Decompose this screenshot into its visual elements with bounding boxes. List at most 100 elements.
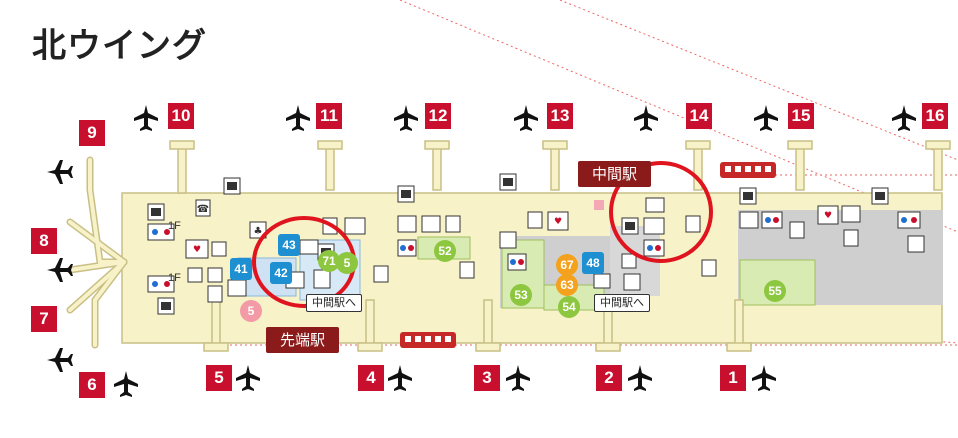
- information-icon: [421, 215, 441, 233]
- middle-station-label: 中間駅: [578, 161, 652, 187]
- marker: [594, 200, 604, 210]
- gate-number: 12: [425, 103, 451, 129]
- airplane-icon: [114, 371, 138, 397]
- information-icon: [397, 215, 417, 233]
- information-icon: [207, 267, 223, 283]
- airplane-icon: [752, 365, 776, 391]
- svg-text:☎: ☎: [197, 204, 209, 215]
- shop-marker: 71: [318, 250, 340, 272]
- shop-marker: 63: [556, 274, 578, 296]
- direction-label: 中間駅へ: [594, 294, 650, 312]
- restroom-icon: [147, 275, 175, 293]
- shop-marker: 42: [270, 262, 292, 284]
- shop-marker: 5: [240, 300, 262, 322]
- information-icon: [227, 279, 247, 297]
- gate-number: 9: [79, 120, 105, 146]
- airplane-icon: [134, 105, 158, 131]
- aed-icon: ♥: [817, 205, 839, 225]
- gate-number: 4: [358, 365, 384, 391]
- shop-marker: 52: [434, 240, 456, 262]
- shop-marker: 43: [278, 234, 300, 256]
- gate-number: 5: [206, 365, 232, 391]
- restroom-icon: [147, 223, 175, 241]
- coin-locker-icon: [223, 177, 241, 195]
- telephone-icon: [373, 265, 389, 283]
- gate-number: 14: [686, 103, 712, 129]
- gate-number: 11: [316, 103, 342, 129]
- information-icon: [211, 241, 227, 257]
- page-title: 北ウイング: [32, 26, 207, 66]
- telephone-icon: [685, 215, 701, 233]
- airplane-icon: [514, 105, 538, 131]
- airplane-icon: [394, 105, 418, 131]
- restroom-icon: [643, 239, 665, 257]
- svg-text:♥: ♥: [193, 245, 201, 255]
- coin-locker-icon: [739, 187, 757, 205]
- smoking-icon: [299, 239, 319, 255]
- smoking-icon: [645, 197, 665, 213]
- gate-number: 3: [474, 365, 500, 391]
- lower-piers: [203, 299, 752, 352]
- airplane-icon: [634, 105, 658, 131]
- information-icon: [643, 217, 665, 235]
- information-icon: [739, 211, 759, 229]
- svg-text:♥: ♥: [554, 217, 562, 227]
- telephone-icon: [843, 229, 859, 247]
- train-icon: [720, 162, 776, 178]
- information-icon: [623, 273, 641, 291]
- shop-marker: 48: [582, 252, 604, 274]
- restroom-icon: [507, 253, 527, 271]
- airplane-icon: [236, 365, 260, 391]
- wheelchair-icon: [907, 235, 925, 253]
- floor-label: 1F: [168, 220, 181, 232]
- airplanes: [47, 105, 916, 397]
- airplane-icon: [286, 105, 310, 131]
- escalator-icon: [593, 273, 611, 289]
- nursery-icon: ♣: [249, 221, 267, 239]
- coin-locker-icon: [397, 185, 415, 203]
- airplane-icon: [628, 365, 652, 391]
- floor-label: 1F: [168, 272, 181, 284]
- telephone-icon: [527, 211, 543, 229]
- information-icon: [344, 217, 366, 235]
- svg-text:♣: ♣: [254, 226, 263, 237]
- train-icon: [400, 332, 456, 348]
- gate-number: 10: [168, 103, 194, 129]
- information-icon: [187, 267, 203, 283]
- aed-icon: ♥: [547, 211, 569, 231]
- telephone-icon: [445, 215, 461, 233]
- shop-marker: 5: [336, 252, 358, 274]
- shop-marker: 54: [558, 296, 580, 318]
- gate-number: 13: [547, 103, 573, 129]
- escalator-icon: [841, 205, 861, 223]
- restroom-icon: [761, 211, 783, 229]
- restroom-icon: [397, 239, 417, 257]
- information-icon: [313, 269, 331, 289]
- svg-text:♥: ♥: [824, 211, 832, 221]
- telephone-icon: [459, 261, 475, 279]
- telephone-icon: [207, 285, 223, 303]
- telephone-icon: ☎: [195, 199, 211, 217]
- telephone-icon: [789, 221, 805, 239]
- coin-locker-icon: [871, 187, 889, 205]
- gate-number: 2: [596, 365, 622, 391]
- gate-number: 16: [922, 103, 948, 129]
- gate-number: 6: [79, 372, 105, 398]
- airplane-icon: [754, 105, 778, 131]
- gate-number: 8: [31, 228, 57, 254]
- left-piers-inner: [68, 158, 126, 347]
- aed-icon: ♥: [185, 239, 209, 259]
- coin-locker-icon: [147, 203, 165, 221]
- shop-marker: 53: [510, 284, 532, 306]
- gate-number: 7: [31, 306, 57, 332]
- airplane-icon: [388, 365, 412, 391]
- airplane-icon: [47, 258, 73, 282]
- coin-locker-icon: [157, 297, 175, 315]
- shop-marker: 67: [556, 254, 578, 276]
- information-icon: [621, 253, 637, 269]
- coin-locker-icon: [621, 217, 639, 235]
- gate-number: 15: [788, 103, 814, 129]
- coin-locker-icon: [499, 173, 517, 191]
- shop-marker: 41: [230, 258, 252, 280]
- airplane-icon: [47, 160, 73, 184]
